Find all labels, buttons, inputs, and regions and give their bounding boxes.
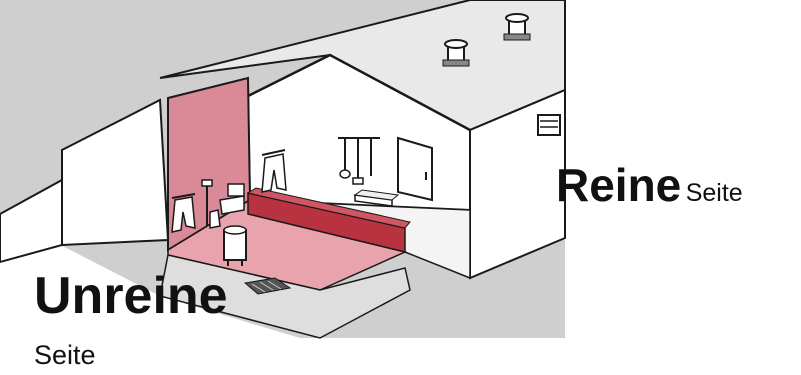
unclean-side-title: Unreine [34, 267, 228, 325]
clean-side-subtitle: Seite [686, 179, 743, 207]
unclean-side-subtitle: Seite [34, 342, 96, 369]
bin-icon [224, 226, 246, 266]
clean-side-title: Reine [556, 159, 681, 211]
unclean-side-label: Unreine [34, 270, 228, 322]
wall-vent-icon [538, 115, 560, 135]
clean-side-label: Reine Seite [556, 162, 743, 208]
door-icon [398, 138, 432, 200]
